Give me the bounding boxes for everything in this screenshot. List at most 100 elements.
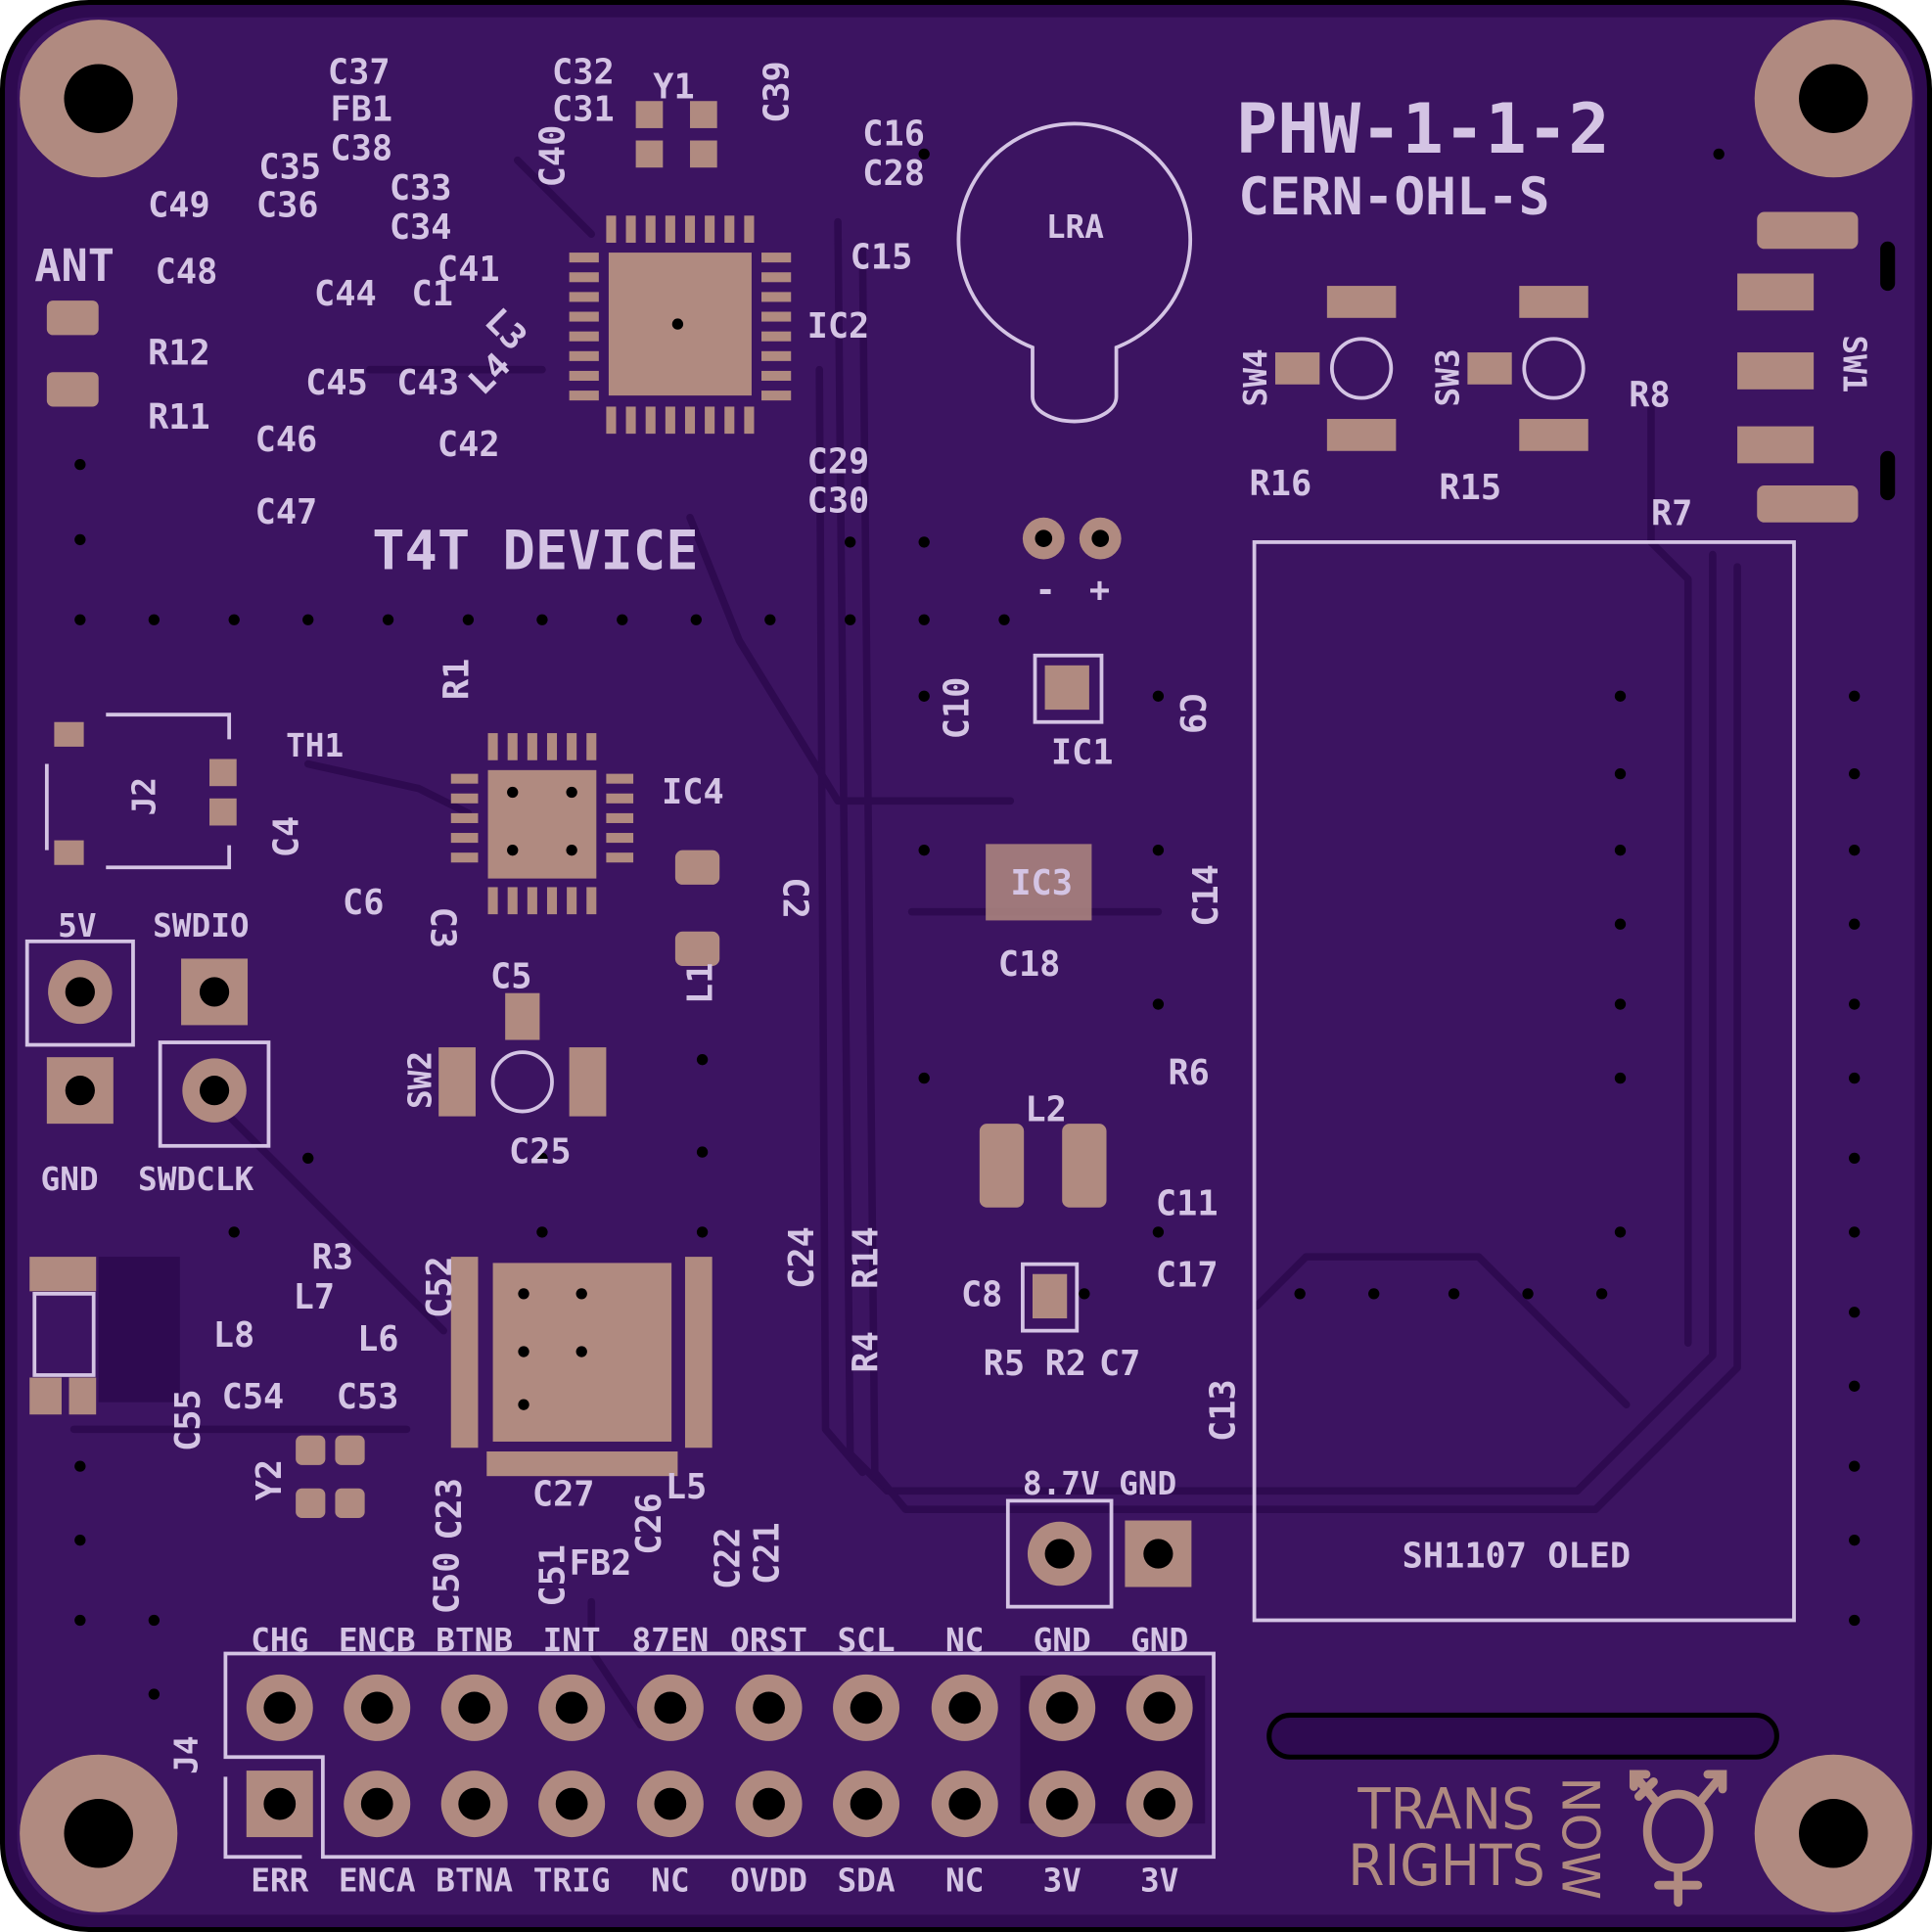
ref-label: C10 xyxy=(938,677,978,740)
ref-label: R1 xyxy=(437,659,477,700)
ref-label: C18 xyxy=(998,944,1061,985)
ref-label: C46 xyxy=(255,420,318,460)
via xyxy=(1849,918,1861,930)
switch-sw1[interactable] xyxy=(1737,211,1896,523)
via xyxy=(1152,998,1165,1010)
y1-pad xyxy=(635,140,664,168)
via xyxy=(1152,1226,1165,1238)
via xyxy=(507,844,519,856)
ref-label: C49 xyxy=(148,186,210,226)
j4-pin-label: 87EN xyxy=(631,1622,709,1659)
via xyxy=(1614,998,1627,1010)
j4-labels: CHGERRENCBENCABTNBBTNAINTTRIG87ENNCORSTO… xyxy=(251,1622,1188,1899)
ref-label: C35 xyxy=(258,148,321,188)
power-label-gnd: GND xyxy=(1119,1465,1176,1502)
ref-label: C30 xyxy=(807,482,870,522)
oled-outline xyxy=(1252,540,1796,1623)
via xyxy=(74,1460,86,1472)
pin-hole xyxy=(555,1787,588,1820)
via xyxy=(1849,1226,1861,1238)
ref-label: C29 xyxy=(807,441,870,482)
ref-label: Y2 xyxy=(250,1459,290,1500)
ref-label: R6 xyxy=(1168,1053,1209,1093)
ref-label: C48 xyxy=(156,253,218,293)
ic3-footprint xyxy=(986,844,1092,921)
via xyxy=(671,318,684,330)
via xyxy=(1614,1072,1627,1084)
ref-label: C15 xyxy=(851,237,913,277)
ref-label: IC2 xyxy=(807,306,870,346)
via xyxy=(1849,767,1861,780)
j2-pad xyxy=(54,721,84,747)
ref-label: C2 xyxy=(775,877,815,918)
via xyxy=(518,1288,529,1300)
via xyxy=(566,844,577,856)
switch-sw2[interactable] xyxy=(438,992,607,1117)
via xyxy=(1849,844,1861,856)
board-license: CERN-OHL-S xyxy=(1238,167,1549,227)
ref-label: C21 xyxy=(748,1522,788,1585)
switch-sw4[interactable] xyxy=(1274,286,1397,451)
ref-label: SW1 xyxy=(1835,335,1872,392)
via xyxy=(1448,1288,1460,1300)
ref-label: C42 xyxy=(437,425,500,465)
via xyxy=(74,614,86,625)
via xyxy=(228,1226,240,1238)
via xyxy=(998,614,1010,625)
j4-pin-label: CHG xyxy=(251,1622,308,1659)
via xyxy=(74,1534,86,1546)
ref-label: SW2 xyxy=(402,1051,439,1109)
j4-pin-label: INT xyxy=(543,1622,601,1659)
via xyxy=(690,614,702,625)
ref-label: C8 xyxy=(961,1274,1002,1314)
ref-label: C5 xyxy=(490,957,531,997)
display-label: SH1107 OLED xyxy=(1403,1536,1631,1576)
device-name: T4T DEVICE xyxy=(372,521,698,583)
mounting-holes xyxy=(20,20,1912,1912)
ref-label: C28 xyxy=(862,154,925,194)
ant-pad xyxy=(46,372,99,407)
ref-label: C51 xyxy=(533,1544,574,1607)
via xyxy=(918,1072,930,1084)
via xyxy=(536,1152,548,1165)
via xyxy=(844,614,856,625)
via xyxy=(918,614,930,625)
pin-hole xyxy=(654,1787,687,1820)
ref-label: IC3 xyxy=(1010,863,1073,903)
ref-label: Y1 xyxy=(653,68,694,108)
via xyxy=(1849,1460,1861,1472)
via xyxy=(696,1054,709,1066)
pin-hole xyxy=(458,1787,491,1820)
pin-hole xyxy=(263,1787,297,1820)
lra-label: LRA xyxy=(1046,208,1104,246)
slogan-line2: RIGHTS xyxy=(1348,1832,1544,1899)
ref-label: C41 xyxy=(437,250,500,290)
via xyxy=(1849,1072,1861,1084)
ref-label: C14 xyxy=(1186,864,1226,927)
via xyxy=(696,1146,709,1158)
ref-label: R12 xyxy=(148,334,210,374)
ref-label: FB1 xyxy=(330,89,392,129)
ref-label: C34 xyxy=(390,207,452,248)
ref-label: C11 xyxy=(1156,1183,1219,1223)
ref-label: C39 xyxy=(758,61,798,123)
pin-hole xyxy=(360,1691,393,1725)
via xyxy=(1849,1380,1861,1392)
ground-pour xyxy=(17,17,1915,1915)
slogan-logo: TRANS RIGHTS NOW xyxy=(1348,1770,1727,1908)
y2-pad xyxy=(296,1488,326,1518)
j4-pin-label: TRIG xyxy=(533,1862,611,1899)
battery-pad xyxy=(69,1377,97,1415)
swd-label-swdclk: SWDCLK xyxy=(138,1161,253,1198)
via xyxy=(536,1226,548,1238)
j4-pin-label: SDA xyxy=(837,1862,895,1899)
via xyxy=(1713,148,1725,161)
via xyxy=(918,690,930,702)
switch-sw3[interactable] xyxy=(1467,286,1588,451)
via xyxy=(1152,690,1165,702)
battery-pad xyxy=(29,1257,97,1292)
polarity-plus: + xyxy=(1089,570,1110,610)
via xyxy=(575,1288,587,1300)
ref-label: L8 xyxy=(213,1315,254,1356)
